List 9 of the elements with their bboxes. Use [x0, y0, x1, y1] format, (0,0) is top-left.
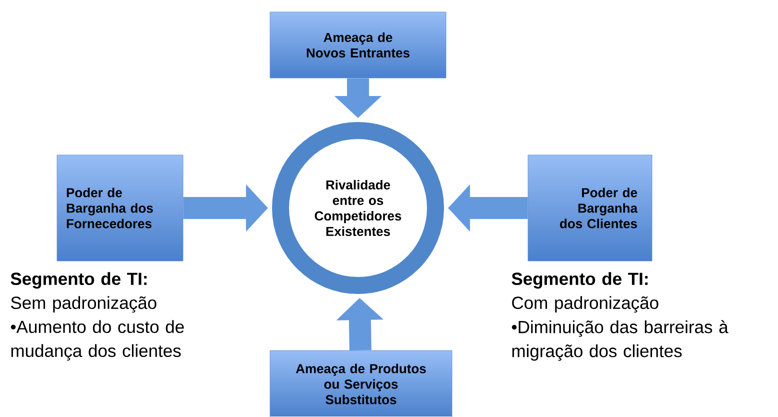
force-box: Poder de Barganha dos Clientes: [528, 154, 652, 262]
force-box: Poder de Barganha dos Fornecedores: [56, 154, 184, 262]
note-text: •Aumento do custo de mudança dos clientes: [10, 320, 184, 361]
note-text: Sem padronização: [11, 296, 156, 313]
note-text: •Diminuição das barreiras à migração dos clientes: [512, 320, 728, 361]
note-text: Segmento de TI:: [10, 272, 147, 289]
force-box: Ameaça de Produtos ou Serviços Substitutos: [270, 350, 452, 417]
note-text: Com padronização: [512, 296, 658, 313]
force-box: Ameaça de Novos Entrantes: [270, 12, 446, 78]
